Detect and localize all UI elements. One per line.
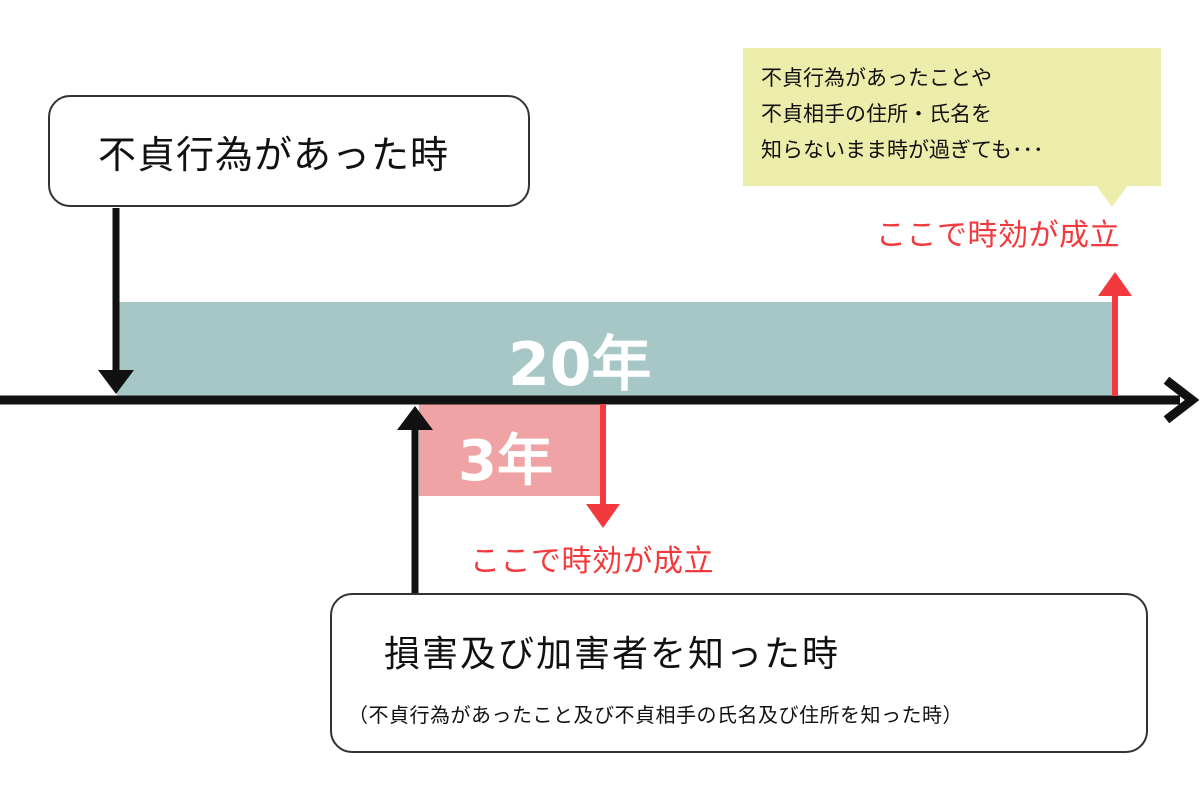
three-year-period-bar: [419, 402, 601, 496]
start-event-label: 不貞行為があった時: [98, 132, 450, 177]
knowledge-event-detail: （不貞行為があったこと及び不貞相手の氏名及び住所を知った時）: [348, 703, 963, 727]
start-event-arrow-head: [98, 370, 134, 394]
knowledge-event-arrow-head: [397, 406, 433, 430]
three-year-expiry-arrow-head: [586, 504, 620, 528]
twenty-year-expiry-arrow-head: [1098, 272, 1132, 296]
knowledge-event-label: 損害及び加害者を知った時: [384, 634, 841, 675]
twenty-year-period-label: 20年: [508, 330, 652, 400]
twenty-year-expiry-label: ここで時効が成立: [876, 218, 1120, 253]
three-year-expiry-label: ここで時効が成立: [470, 544, 714, 579]
note-line: 知らないまま時が過ぎても･･･: [761, 138, 1044, 162]
start-event-box: 不貞行為があった時: [48, 95, 530, 207]
timeline-arrow-head: [1163, 376, 1200, 424]
note-callout: 不貞行為があったことや 不貞相手の住所・氏名を 知らないまま時が過ぎても･･･: [743, 48, 1161, 186]
twenty-year-period-bar: [117, 302, 1113, 398]
note-line: 不貞相手の住所・氏名を: [761, 102, 992, 126]
knowledge-event-box: 損害及び加害者を知った時 （不貞行為があったこと及び不貞相手の氏名及び住所を知っ…: [330, 593, 1148, 753]
note-line: 不貞行為があったことや: [761, 66, 992, 90]
three-year-period-label: 3年: [458, 429, 553, 494]
note-callout-tail: [1096, 185, 1128, 207]
